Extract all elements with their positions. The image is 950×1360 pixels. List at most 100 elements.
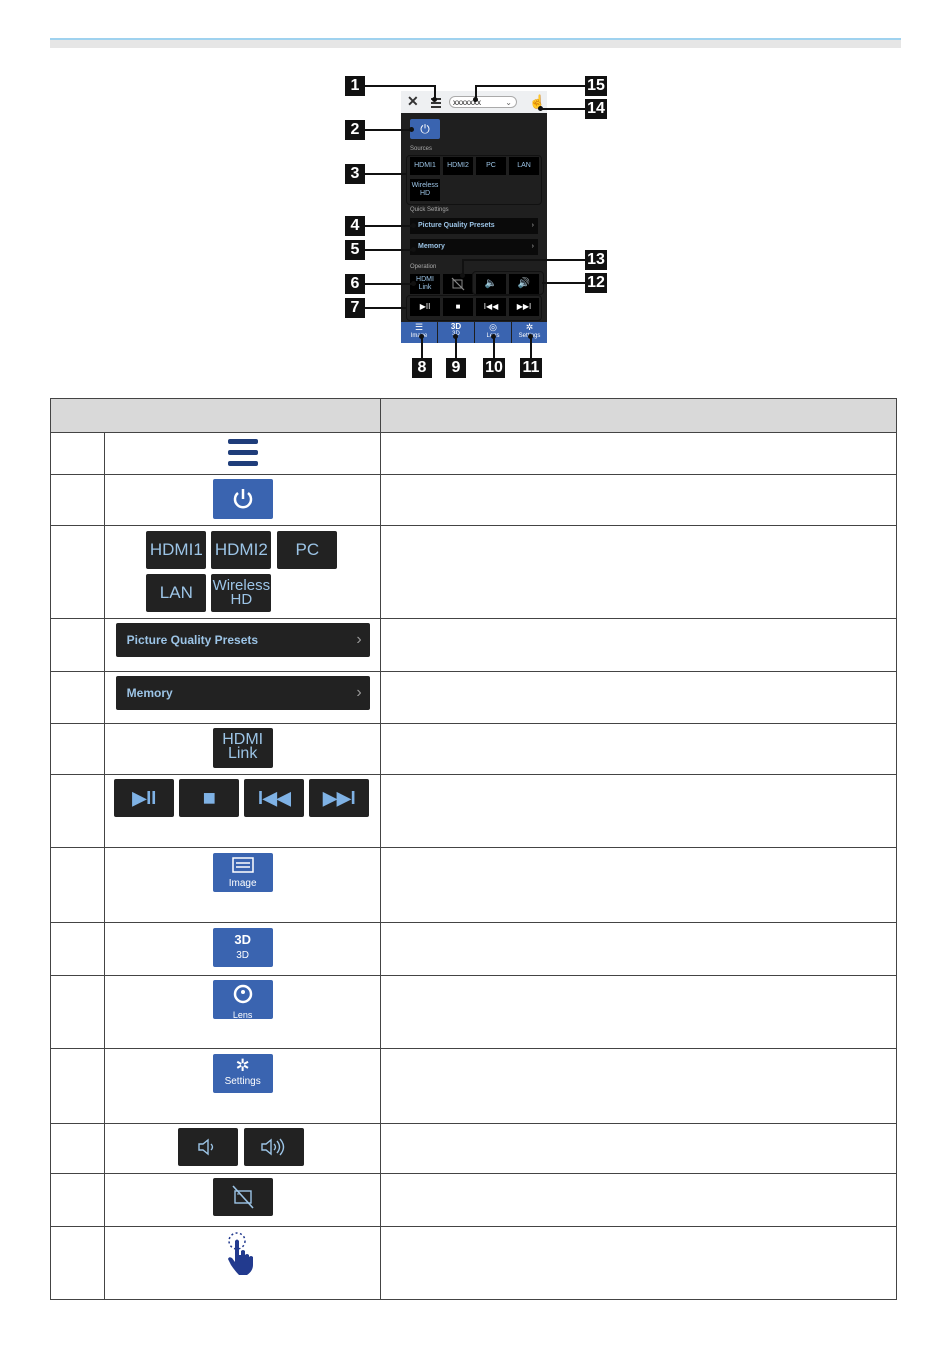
source-lan[interactable]: LAN bbox=[509, 157, 539, 175]
callout-line bbox=[421, 336, 423, 358]
hd-label: HD bbox=[230, 591, 253, 608]
row-number bbox=[49, 774, 106, 848]
settings-tab-button: ✲ Settings bbox=[212, 1054, 273, 1093]
callout-2: 2 bbox=[345, 120, 365, 140]
volume-down-button[interactable]: 🔈 bbox=[476, 274, 506, 294]
callout-line bbox=[540, 108, 585, 110]
callout-line bbox=[365, 249, 413, 251]
gear-icon: ✲ bbox=[235, 1056, 250, 1075]
volume-highlight bbox=[472, 271, 544, 295]
phone-app-screenshot: ✕ xxxxxxx⌄ ☝ ⏻ Sources HDMI1 HDMI2 PC LA… bbox=[401, 91, 547, 343]
stop-button: ■ bbox=[179, 779, 240, 817]
previous-button[interactable]: I◀◀ bbox=[476, 298, 506, 316]
quick-settings-label: Quick Settings bbox=[410, 207, 449, 213]
callout-dot bbox=[491, 334, 496, 339]
previous-button: I◀◀ bbox=[244, 779, 305, 817]
callout-dot bbox=[538, 106, 543, 111]
nav-tab-image[interactable]: ☰Image bbox=[401, 322, 437, 343]
callout-3: 3 bbox=[345, 164, 365, 184]
row-description bbox=[380, 474, 897, 526]
callout-13: 13 bbox=[585, 250, 607, 270]
volume-up-button[interactable]: 🔊 bbox=[509, 274, 539, 294]
row-number bbox=[49, 1226, 106, 1300]
table-row bbox=[49, 1173, 897, 1227]
callout-line bbox=[542, 282, 585, 284]
row-description bbox=[380, 1173, 897, 1227]
callout-line bbox=[475, 85, 585, 87]
play-pause-button[interactable]: ▶II bbox=[410, 298, 440, 316]
link-label: Link bbox=[227, 745, 258, 762]
table-row: ▶II ■ I◀◀ ▶▶I bbox=[49, 774, 897, 848]
source-pc[interactable]: PC bbox=[476, 157, 506, 175]
source-hdmi2[interactable]: HDMI2 bbox=[443, 157, 473, 175]
callout-dot bbox=[528, 334, 533, 339]
callout-11: 11 bbox=[520, 358, 542, 378]
wireless-label: Wireless bbox=[411, 182, 439, 189]
hdmi2-button: HDMI2 bbox=[211, 531, 272, 569]
memory-row[interactable]: ›Memory bbox=[410, 239, 538, 255]
table-row: Memory› bbox=[49, 671, 897, 724]
callout-dot bbox=[419, 334, 424, 339]
row-number bbox=[49, 618, 106, 672]
power-button[interactable]: ⏻ bbox=[410, 119, 440, 139]
av-mute-icon bbox=[451, 277, 465, 291]
callout-7: 7 bbox=[345, 298, 365, 318]
row-description bbox=[380, 1226, 897, 1300]
av-mute-button[interactable] bbox=[443, 274, 473, 294]
callout-1: 1 bbox=[345, 76, 365, 96]
page-header-bar bbox=[50, 38, 901, 48]
callout-line bbox=[365, 225, 413, 227]
row-number bbox=[49, 1173, 106, 1227]
volume-up-icon bbox=[261, 1138, 285, 1156]
3d-icon: 3D bbox=[234, 932, 251, 947]
hdmi-label: HDMI bbox=[222, 731, 264, 748]
row-icon-cell bbox=[104, 474, 381, 526]
chevron-right-icon: › bbox=[356, 684, 362, 701]
callout-dot bbox=[473, 97, 478, 102]
row-description bbox=[380, 774, 897, 848]
hdmi1-button: HDMI1 bbox=[146, 531, 207, 569]
table-row: Lens bbox=[49, 975, 897, 1049]
3d-label: 3D bbox=[236, 950, 250, 961]
volume-down-icon bbox=[198, 1138, 214, 1156]
wireless-label: Wireless bbox=[212, 577, 271, 594]
gear-icon: ✲ bbox=[525, 322, 534, 332]
row-number bbox=[49, 1123, 106, 1174]
next-button: ▶▶I bbox=[309, 779, 370, 817]
callout-line bbox=[365, 307, 407, 309]
callout-line bbox=[455, 336, 457, 358]
stop-button[interactable]: ■ bbox=[443, 298, 473, 316]
picture-quality-presets-row[interactable]: ›Picture Quality Presets bbox=[410, 218, 538, 234]
source-hdmi1[interactable]: HDMI1 bbox=[410, 157, 440, 175]
projector-selector[interactable]: xxxxxxx⌄ bbox=[449, 96, 517, 108]
callout-dot bbox=[432, 97, 437, 102]
chevron-right-icon: › bbox=[531, 222, 534, 229]
row-icon-cell: 3D 3D bbox=[104, 922, 381, 976]
callout-line bbox=[475, 85, 477, 99]
lens-icon bbox=[233, 984, 252, 1004]
callout-15: 15 bbox=[585, 76, 607, 96]
row-number bbox=[49, 525, 106, 619]
callout-dot bbox=[453, 334, 458, 339]
image-tab-button: Image bbox=[212, 853, 273, 892]
pc-button: PC bbox=[277, 531, 338, 569]
next-button[interactable]: ▶▶I bbox=[509, 298, 539, 316]
touch-hand-icon bbox=[223, 1227, 263, 1282]
hdmi-label: HDMI bbox=[416, 276, 434, 283]
table-row bbox=[49, 1226, 897, 1300]
touch-hand-icon[interactable]: ☝ bbox=[529, 94, 546, 109]
table-row: Picture Quality Presets› bbox=[49, 618, 897, 672]
row-number bbox=[49, 847, 106, 923]
row-number bbox=[49, 1048, 106, 1124]
callout-dot bbox=[460, 273, 465, 278]
callout-line bbox=[462, 259, 464, 275]
close-icon[interactable]: ✕ bbox=[407, 93, 419, 109]
row-description bbox=[380, 723, 897, 775]
